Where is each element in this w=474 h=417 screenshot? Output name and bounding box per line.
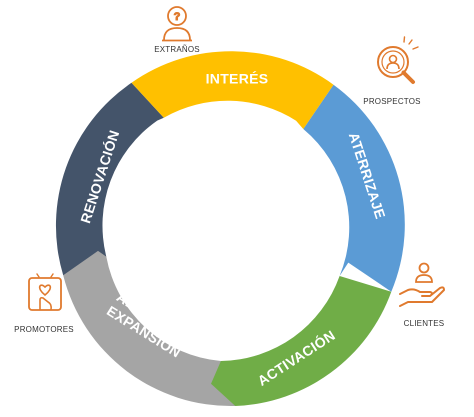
question-person-icon: ?: [162, 6, 192, 42]
heart-phone-icon: [28, 273, 62, 311]
segment-activacion: [211, 276, 392, 406]
segment-interes: [131, 51, 334, 129]
segment-renovacion: [55, 82, 164, 276]
stage-label-prospectos: PROSPECTOS: [363, 97, 420, 106]
stage-label-clientes: CLIENTES: [404, 319, 445, 328]
magnifier-person-icon: [377, 36, 419, 84]
segment-aterrizaje: [303, 84, 405, 292]
stage-label-extranos: EXTRAÑOS: [154, 45, 200, 54]
segment-adopcion-expansion: [63, 250, 236, 407]
stage-label-promotores: PROMOTORES: [14, 325, 74, 334]
hand-person-icon: [399, 262, 445, 307]
svg-text:?: ?: [174, 11, 181, 23]
segment-label-interes: INTERÉS: [206, 71, 269, 87]
